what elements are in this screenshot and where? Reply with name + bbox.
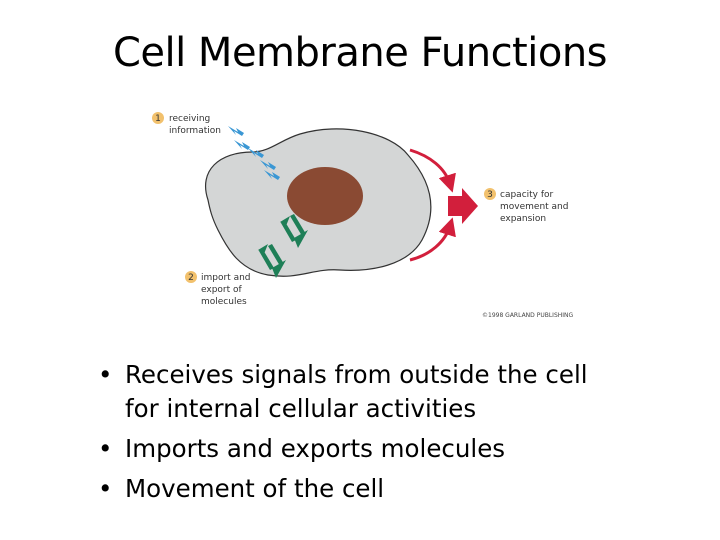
- label-2-line-1: import and: [201, 273, 251, 283]
- bullet-item-import-export: • Imports and exports molecules: [98, 429, 688, 469]
- label-2-line-2: export of: [201, 285, 243, 295]
- bullet-item-movement: • Movement of the cell: [98, 469, 688, 509]
- movement-arrows-icon: [409, 148, 478, 262]
- label-import-export: 2 import and export of molecules: [185, 271, 251, 307]
- label-1-number: 1: [155, 114, 161, 124]
- label-3-line-1: capacity for: [500, 190, 554, 200]
- bullet-text: Imports and exports molecules: [125, 434, 506, 463]
- cell-membrane-diagram: 1 receiving information 2 import and exp…: [152, 112, 574, 319]
- label-1-line-2: information: [169, 126, 221, 136]
- bullet-item-signals: • Receives signals from outside the cell…: [98, 355, 688, 429]
- bullet-text: Movement of the cell: [125, 474, 385, 503]
- bullet-list: • Receives signals from outside the cell…: [98, 355, 688, 509]
- label-1-line-1: receiving: [169, 114, 210, 124]
- bullet-dot: •: [98, 474, 113, 503]
- nucleus: [287, 167, 363, 225]
- bullet-dot: •: [98, 434, 113, 463]
- label-3-number: 3: [487, 190, 493, 200]
- label-3-line-2: movement and: [500, 202, 568, 212]
- label-2-line-3: molecules: [201, 297, 247, 307]
- bullet-text: Receives signals from outside the cell: [125, 360, 588, 389]
- transport-arrows-icon: [258, 214, 308, 278]
- slide-title: Cell Membrane Functions: [112, 30, 608, 76]
- bullet-dot: •: [98, 360, 113, 389]
- signal-arrows-icon: [228, 126, 280, 180]
- label-receiving-information: 1 receiving information: [152, 112, 221, 136]
- label-2-number: 2: [188, 273, 194, 283]
- copyright-notice: ©1998 GARLAND PUBLISHING: [482, 312, 574, 319]
- bullet-text-continued: for internal cellular activities: [125, 394, 477, 423]
- label-movement-expansion: 3 capacity for movement and expansion: [484, 188, 568, 224]
- label-3-line-3: expansion: [500, 214, 546, 224]
